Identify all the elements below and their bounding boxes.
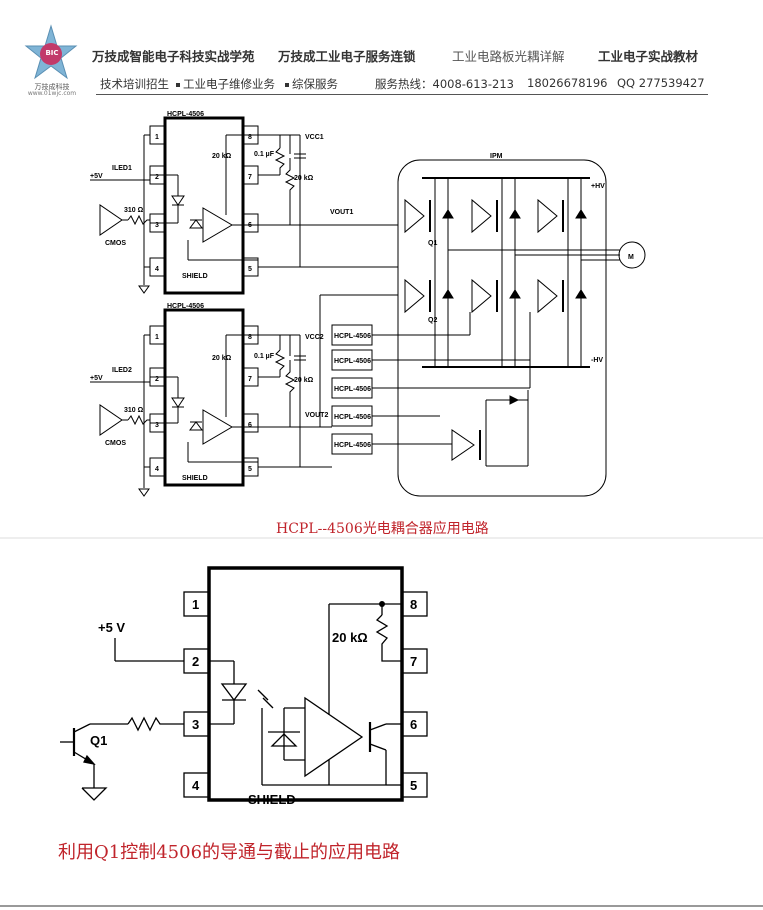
svg-text:3: 3 <box>155 222 159 229</box>
nav-link-optocoupler[interactable]: 工业电路板光耦详解 <box>452 49 565 64</box>
svg-text:1: 1 <box>155 134 159 141</box>
svg-text:7: 7 <box>248 174 252 181</box>
svg-text:ILED2: ILED2 <box>112 367 132 374</box>
vcc1-label: VCC1 <box>305 134 324 141</box>
phone-text: 18026678196 <box>527 76 608 90</box>
svg-text:+5V: +5V <box>90 173 103 180</box>
svg-text:4: 4 <box>155 266 159 273</box>
svg-text:6: 6 <box>410 717 417 732</box>
svg-text:2: 2 <box>192 654 199 669</box>
fig2-r20k-label: 20 kΩ <box>332 630 368 645</box>
svg-text:5: 5 <box>248 266 252 273</box>
svg-text:HCPL-4506: HCPL-4506 <box>334 333 371 340</box>
svg-text:8: 8 <box>248 134 252 141</box>
svg-text:8: 8 <box>410 597 417 612</box>
nav-link-textbook[interactable]: 工业电子实战教材 <box>598 49 699 64</box>
vout1-label: VOUT1 <box>330 209 353 216</box>
svg-text:3: 3 <box>192 717 199 732</box>
svg-text:6: 6 <box>248 422 252 429</box>
svg-text:0.1 µF: 0.1 µF <box>254 353 275 360</box>
svg-text:HCPL-4506: HCPL-4506 <box>334 386 371 393</box>
svg-text:8: 8 <box>248 334 252 341</box>
svg-text:SHIELD: SHIELD <box>182 475 208 482</box>
qq-text: QQ 277539427 <box>617 76 705 90</box>
ipm-label: IPM <box>490 153 503 160</box>
nav-link-repair[interactable]: 工业电子维修业务 <box>176 76 275 92</box>
chip1-title: HCPL-4506 <box>167 111 204 118</box>
svg-text:+HV: +HV <box>591 183 605 190</box>
svg-text:310 Ω: 310 Ω <box>124 407 144 414</box>
fig2-plus5v-label: +5 V <box>98 620 125 635</box>
svg-text:7: 7 <box>410 654 417 669</box>
logo-badge: BIC <box>45 49 59 57</box>
svg-text:-HV: -HV <box>591 357 603 364</box>
nav-link-protection[interactable]: 综保服务 <box>285 76 338 92</box>
svg-text:HCPL-4506: HCPL-4506 <box>334 414 371 421</box>
figure1-circuit: HCPL-4506 HCPL-4506 1 2 3 4 8 7 6 5 1 2 … <box>0 111 763 539</box>
svg-text:7: 7 <box>248 376 252 383</box>
svg-text:6: 6 <box>248 222 252 229</box>
svg-text:20 kΩ: 20 kΩ <box>212 355 232 362</box>
svg-text:4: 4 <box>155 466 159 473</box>
nav-link-training[interactable]: 技术培训招生 <box>100 77 169 91</box>
ipm-module <box>397 159 607 497</box>
svg-text:2: 2 <box>155 376 159 383</box>
svg-text:HCPL-4506: HCPL-4506 <box>334 358 371 365</box>
svg-text:1: 1 <box>155 334 159 341</box>
chip2-body <box>163 308 245 487</box>
hotline-text: 服务热线：4008-613-213 <box>375 77 514 91</box>
figure1-caption: HCPL--4506光电耦合器应用电路 <box>276 521 489 537</box>
svg-text:CMOS: CMOS <box>105 240 126 247</box>
svg-text:+5V: +5V <box>90 375 103 382</box>
motor-label: M <box>628 254 634 261</box>
fig2-q1-label: Q1 <box>90 733 107 748</box>
svg-text:SHIELD: SHIELD <box>182 273 208 280</box>
svg-text:3: 3 <box>155 422 159 429</box>
fig2-shield-label: SHIELD <box>248 792 296 807</box>
svg-text:20 kΩ: 20 kΩ <box>212 153 232 160</box>
svg-text:20 kΩ: 20 kΩ <box>294 377 314 384</box>
svg-text:20 kΩ: 20 kΩ <box>294 175 314 182</box>
chip2-title: HCPL-4506 <box>167 303 204 310</box>
svg-text:HCPL-4506: HCPL-4506 <box>334 442 371 449</box>
logo-caption: 万技成科技 <box>34 83 70 91</box>
company-logo <box>24 24 78 80</box>
footer-divider <box>0 905 763 907</box>
vcc2-label: VCC2 <box>305 334 324 341</box>
fig2-chip-body <box>207 566 404 802</box>
svg-text:310 Ω: 310 Ω <box>124 207 144 214</box>
svg-text:ILED1: ILED1 <box>112 165 132 172</box>
vout2-label: VOUT2 <box>305 412 328 419</box>
svg-text:2: 2 <box>155 174 159 181</box>
nav-link-service-chain[interactable]: 万技成工业电子服务连锁 <box>278 49 416 64</box>
svg-text:5: 5 <box>410 778 417 793</box>
svg-text:4: 4 <box>192 778 200 793</box>
svg-text:CMOS: CMOS <box>105 440 126 447</box>
header-divider <box>96 94 708 95</box>
svg-text:1: 1 <box>192 597 199 612</box>
svg-text:Q2: Q2 <box>428 317 437 324</box>
svg-text:Q1: Q1 <box>428 240 437 247</box>
svg-text:0.1 µF: 0.1 µF <box>254 151 275 158</box>
figure2-caption: 利用Q1控制4506的导通与截止的应用电路 <box>58 842 401 863</box>
logo-url: www.01wjc.com <box>27 90 77 97</box>
figure2-circuit: 1 2 3 4 8 7 6 5 +5 V 20 kΩ Q1 SHIELD <box>60 566 428 807</box>
svg-text:5: 5 <box>248 466 252 473</box>
nav-link-academy[interactable]: 万技成智能电子科技实战学苑 <box>92 49 255 64</box>
chip1-body <box>163 116 245 295</box>
